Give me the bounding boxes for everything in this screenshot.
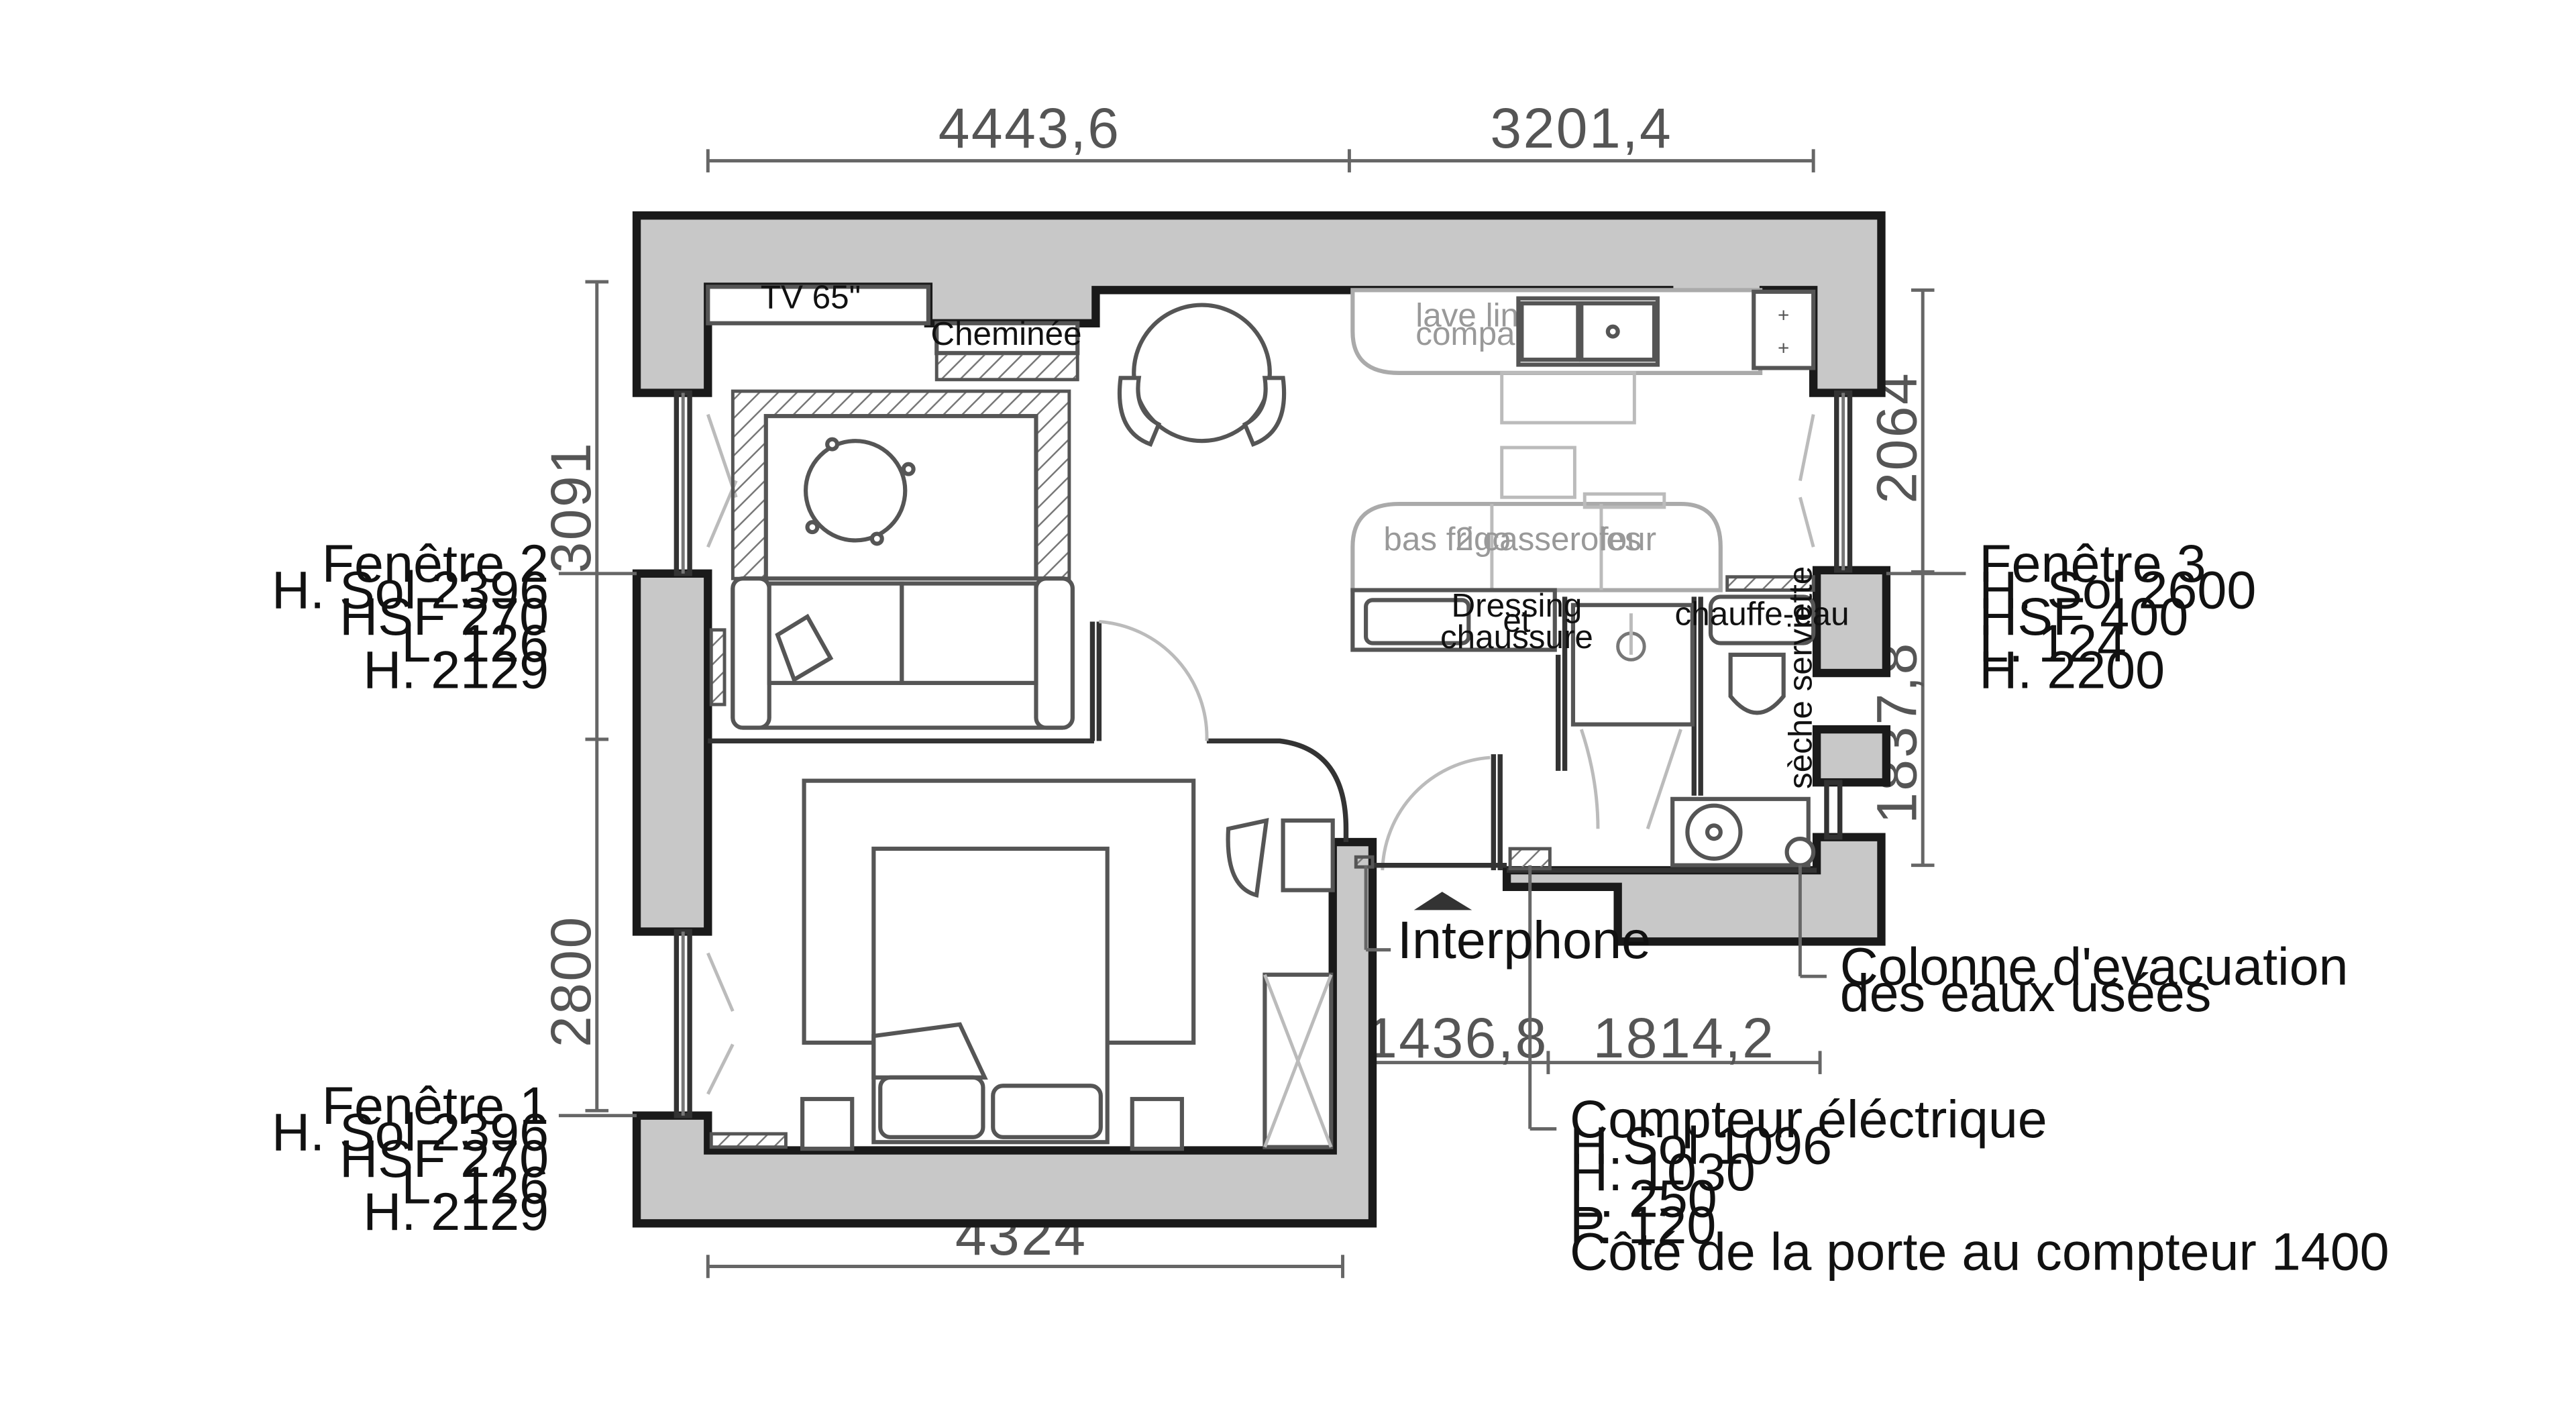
towel-dryer-label: sèche serviette xyxy=(1782,566,1819,789)
dim-top-right: 3201,4 xyxy=(1490,97,1672,160)
kitchen-island xyxy=(1350,501,1723,592)
nightstand-left xyxy=(800,1096,855,1151)
oven-label: four xyxy=(1599,521,1656,558)
dim-left-lower: 2800 xyxy=(539,915,602,1047)
meter-depth: P. 120 xyxy=(1570,1195,1716,1255)
window-3-height: H. 2200 xyxy=(1979,639,2165,699)
interphone-label: Interphone xyxy=(1397,910,1651,970)
window-1-sill: H. Sol 2396 xyxy=(272,1102,549,1162)
fireplace-label: Cheminée xyxy=(930,315,1081,352)
dim-inner-right: 1814,2 xyxy=(1593,1006,1776,1069)
meter-sill: H.Sol 1096 xyxy=(1570,1115,1832,1175)
window-3-hsf: HSF 400 xyxy=(1979,586,2188,646)
window-1-width: L. 126 xyxy=(401,1155,549,1215)
curved-partition xyxy=(1206,738,1349,843)
window-1-title: Fenêtre 1 xyxy=(322,1076,549,1135)
drain-column-label-2: des eaux usées xyxy=(1840,963,2212,1023)
window-1-annotation: Fenêtre 1 H. Sol 2396 HSF 270 L. 126 H. … xyxy=(272,1076,549,1241)
window-2-height: H. 2129 xyxy=(363,639,549,699)
dim-top-left: 4443,6 xyxy=(938,97,1121,160)
meter-title: Compteur éléctrique xyxy=(1570,1089,2047,1149)
partitions xyxy=(708,596,1817,910)
fireplace xyxy=(934,321,1080,356)
water-heater xyxy=(1708,594,1816,645)
dim-left-upper: 3091 xyxy=(539,441,602,574)
drain-column xyxy=(1784,837,1816,868)
tv-label: TV 65" xyxy=(761,279,861,316)
window-1-height: H. 2129 xyxy=(363,1182,549,1241)
dressing-label-3: chaussure xyxy=(1440,619,1593,656)
window-2-sill: H. Sol 2396 xyxy=(272,560,549,620)
window-2-hsf: HSF 270 xyxy=(339,586,549,646)
dressing-label-2: et xyxy=(1503,602,1530,639)
nightstand-right xyxy=(1130,1096,1184,1151)
meter-height: H. 1030 xyxy=(1570,1142,1756,1202)
svg-text:+: + xyxy=(1778,304,1789,326)
coffee-table xyxy=(803,439,908,543)
wall-left-pier xyxy=(632,569,712,936)
window-2-annotation: Fenêtre 2 H. Sol 2396 HSF 270 L. 126 H. … xyxy=(272,533,549,699)
bedroom xyxy=(709,778,1335,1151)
windows xyxy=(674,390,1853,1118)
window-3-title: Fenêtre 3 xyxy=(1979,533,2206,593)
electric-meter-annotation: Compteur éléctrique H.Sol 1096 H. 1030 L… xyxy=(1570,1089,2390,1282)
water-heater-label: chauffe-eau xyxy=(1675,595,1849,632)
window-1-hsf: HSF 270 xyxy=(339,1129,549,1188)
desk xyxy=(1281,818,1335,892)
cooktop xyxy=(1752,289,1816,370)
dressing-label-1: Dressing xyxy=(1451,587,1582,624)
window-2-title: Fenêtre 2 xyxy=(322,533,549,593)
wall-right-pier-2 xyxy=(1812,725,1891,787)
dimension-lines: 4443,6 3201,4 4324 3091 2800 2064 1837,8… xyxy=(539,97,1935,1278)
window-3-sill: H. Sol 2600 xyxy=(1979,560,2256,620)
dim-inner-left: 1436,8 xyxy=(1366,1006,1548,1069)
window-3-width: L. 124 xyxy=(1979,613,2127,673)
drain-column-label-1: Colonne d'evacuation xyxy=(1840,937,2349,996)
sofa xyxy=(731,576,1075,730)
living-room: TV 65" Cheminée xyxy=(706,279,1082,730)
bed xyxy=(871,846,1110,1145)
window-3-annotation: Fenêtre 3 H. Sol 2600 HSF 400 L. 124 H. … xyxy=(1979,533,2256,699)
svg-text:+: + xyxy=(1778,337,1789,360)
fridge-label: bas frigo xyxy=(1383,521,1511,558)
entrance-arrow-icon xyxy=(1413,892,1472,910)
tv-unit xyxy=(706,284,930,325)
meter-width: L. 250 xyxy=(1570,1168,1717,1228)
dining-area xyxy=(1117,303,1287,448)
meter-distance: Côté de la porte au compteur 1400 xyxy=(1570,1221,2390,1281)
window-2-width: L. 126 xyxy=(401,613,549,673)
bathroom: chauffe-eau sèche serviette xyxy=(1670,566,1849,868)
wall-bottom-right xyxy=(1502,833,1886,946)
kitchen: lave linge compact + + bas frigo 2 casse… xyxy=(1350,288,1816,656)
dining-table xyxy=(1132,303,1272,443)
toilet xyxy=(1728,652,1786,715)
callout-leaders xyxy=(558,572,1966,1131)
pans-label: 2 casseroles xyxy=(1455,521,1641,558)
desk-chair xyxy=(1226,817,1269,898)
